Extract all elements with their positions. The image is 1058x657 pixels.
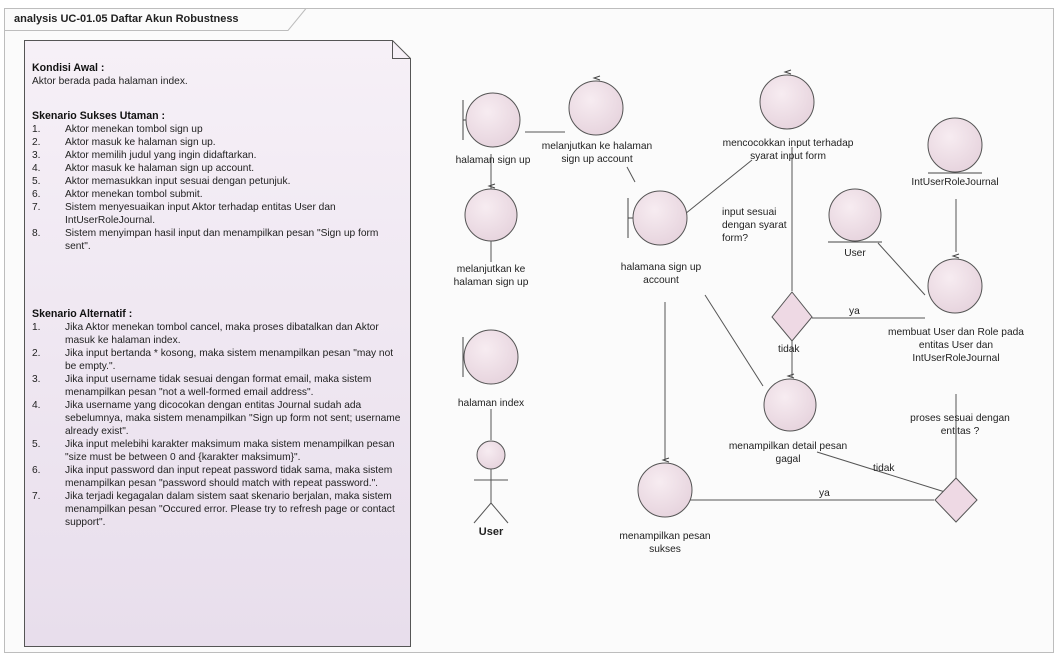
main-scenario-block: Skenario Sukses Utaman : 1.Aktor menekan… xyxy=(32,110,404,253)
control-create-user-label: membuat User dan Role pada entitas User … xyxy=(888,327,1024,364)
control-show-success-shape[interactable] xyxy=(637,457,693,518)
entity-user-shape[interactable] xyxy=(828,188,882,243)
alt-step: 7.Jika terjadi kegagalan dalam sistem sa… xyxy=(32,491,395,528)
scenario-note: Kondisi Awal : Aktor berada pada halaman… xyxy=(32,60,414,640)
control-show-fail-label: menampilkan detail pesan gagal xyxy=(728,441,848,465)
alt-step: 5.Jika input melebihi karakter maksimum … xyxy=(32,439,395,463)
scenario-note-shape xyxy=(24,40,411,647)
main-step: 1.Aktor menekan tombol sign up xyxy=(32,124,203,135)
actor-user-label: User xyxy=(478,526,504,538)
alt-scenario-list: 1.Jika Aktor menekan tombol cancel, maka… xyxy=(32,321,404,529)
control-next-signup-shape[interactable] xyxy=(464,183,518,242)
control-next-signup-label: melanjutkan ke halaman sign up xyxy=(453,264,529,288)
boundary-signup-account-label: halamana sign up account xyxy=(620,262,702,286)
edge-entity-yes-label: ya xyxy=(819,488,830,499)
control-next-signup-account-shape[interactable] xyxy=(568,75,624,136)
edge-form-no-label: tidak xyxy=(778,344,800,355)
boundary-signup-label: halaman sign up xyxy=(455,155,531,166)
alt-step: 1.Jika Aktor menekan tombol cancel, maka… xyxy=(32,322,379,346)
edge-form-yes-label: ya xyxy=(849,306,860,317)
actor-user-shape[interactable] xyxy=(473,440,509,524)
boundary-index-label: halaman index xyxy=(457,398,525,409)
main-step: 7.Sistem menyesuaikan input Aktor terhad… xyxy=(32,202,336,226)
precondition-block: Kondisi Awal : Aktor berada pada halaman… xyxy=(32,62,404,88)
entity-intuserrolejournal-shape[interactable] xyxy=(927,117,983,174)
control-create-user-shape[interactable] xyxy=(927,253,983,314)
boundary-signup-account-shape[interactable] xyxy=(627,190,688,246)
control-show-success-label: menampilkan pesan sukses xyxy=(619,531,711,555)
entity-user-label: User xyxy=(844,248,866,259)
main-step: 6.Aktor menekan tombol submit. xyxy=(32,189,203,200)
boundary-signup-shape[interactable] xyxy=(462,92,521,148)
precondition-heading: Kondisi Awal : xyxy=(32,62,105,74)
control-next-signup-account-label: melanjutkan ke halaman sign up account xyxy=(541,141,653,165)
decision-form-question-label: input sesuai dengan syarat form? xyxy=(722,207,787,244)
precondition-text: Aktor berada pada halaman index. xyxy=(32,76,188,87)
decision-entity-shape[interactable] xyxy=(934,477,978,523)
alt-step: 6.Jika input password dan input repeat p… xyxy=(32,465,393,489)
decision-entity-question-label: proses sesuai dengan entitas ? xyxy=(910,413,1010,437)
boundary-index-shape[interactable] xyxy=(462,329,519,385)
control-show-fail-shape[interactable] xyxy=(763,373,817,432)
diagram-frame-tab xyxy=(4,8,307,31)
control-match-input-label: mencocokkan input terhadap syarat input … xyxy=(722,138,854,162)
decision-form-shape[interactable] xyxy=(771,291,813,342)
alt-step: 3.Jika input username tidak sesuai denga… xyxy=(32,374,372,398)
edge-entity-no-label: tidak xyxy=(873,463,895,474)
control-match-input-shape[interactable] xyxy=(759,69,815,130)
main-step: 3.Aktor memilih judul yang ingin didafta… xyxy=(32,150,257,161)
main-step: 5.Aktor memasukkan input sesuai dengan p… xyxy=(32,176,291,187)
entity-intuserrolejournal-label: IntUserRoleJournal xyxy=(911,177,999,188)
main-step: 4.Aktor masuk ke halaman sign up account… xyxy=(32,163,255,174)
main-scenario-list: 1.Aktor menekan tombol sign up 2.Aktor m… xyxy=(32,123,404,253)
alt-step: 2.Jika input bertanda * kosong, maka sis… xyxy=(32,348,394,372)
main-step: 8.Sistem menyimpan hasil input dan menam… xyxy=(32,228,379,252)
alt-step: 4.Jika username yang dicocokan dengan en… xyxy=(32,400,401,437)
connectors xyxy=(490,131,957,501)
diagram-title: analysis UC-01.05 Daftar Akun Robustness xyxy=(14,13,239,25)
alt-scenario-block: Skenario Alternatif : 1.Jika Aktor menek… xyxy=(32,308,404,529)
main-step: 2.Aktor masuk ke halaman sign up. xyxy=(32,137,216,148)
alt-scenario-heading: Skenario Alternatif : xyxy=(32,308,133,320)
main-scenario-heading: Skenario Sukses Utaman : xyxy=(32,110,166,122)
